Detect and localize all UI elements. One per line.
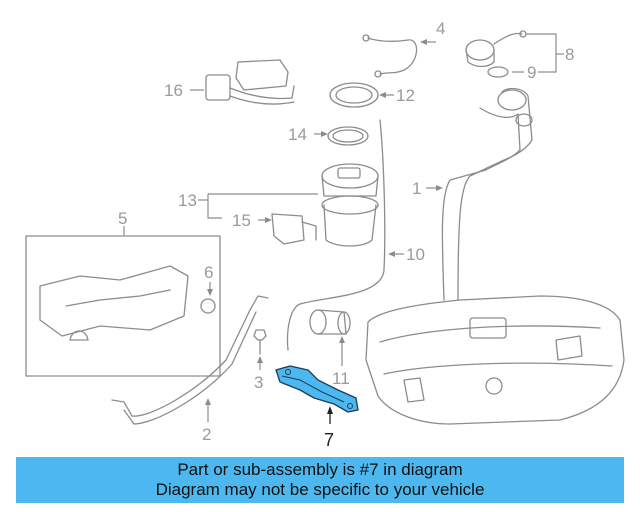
callout-1: 1 xyxy=(412,179,421,198)
part-3-bolt xyxy=(253,329,267,355)
callout-2: 2 xyxy=(202,425,211,444)
part-13-fuel-pump xyxy=(321,163,379,247)
callout-16: 16 xyxy=(164,81,183,100)
part-16-sensor xyxy=(205,59,295,105)
callout-9: 9 xyxy=(527,63,536,82)
callout-6: 6 xyxy=(204,263,213,282)
part-2-tank-strap xyxy=(111,295,269,425)
part-10-fuel-line xyxy=(286,119,386,351)
callout-12: 12 xyxy=(396,86,415,105)
callout-11: 11 xyxy=(332,369,350,388)
info-banner: Part or sub-assembly is #7 in diagram Di… xyxy=(16,457,624,503)
part-12-lock-ring xyxy=(329,82,379,108)
part-4-wire xyxy=(362,34,418,78)
callout-4: 4 xyxy=(436,19,445,38)
banner-line-2: Diagram may not be specific to your vehi… xyxy=(155,480,485,499)
banner-line-1: Part or sub-assembly is #7 in diagram xyxy=(177,460,463,479)
parts-diagram: 16 4 8 9 12 14 xyxy=(25,19,625,450)
callout-15: 15 xyxy=(232,211,251,230)
part-8-filler-cap xyxy=(465,30,527,68)
callout-10: 10 xyxy=(406,245,425,264)
callout-5: 5 xyxy=(118,209,127,228)
callout-13: 13 xyxy=(178,191,197,210)
fuel-tank xyxy=(365,295,625,425)
part-14-seal xyxy=(327,126,369,146)
part-15-bracket xyxy=(271,213,317,245)
part-7-highlighted-bracket xyxy=(275,365,359,413)
callout-8: 8 xyxy=(565,45,574,64)
part-9-seal xyxy=(487,66,509,78)
part-11-fuel-filter xyxy=(309,309,351,335)
callout-14: 14 xyxy=(288,125,307,144)
callout-7: 7 xyxy=(324,430,334,450)
part-1-filler-pipe xyxy=(441,87,533,301)
callout-3: 3 xyxy=(254,373,263,392)
part-5-heat-shield-box xyxy=(25,235,221,377)
